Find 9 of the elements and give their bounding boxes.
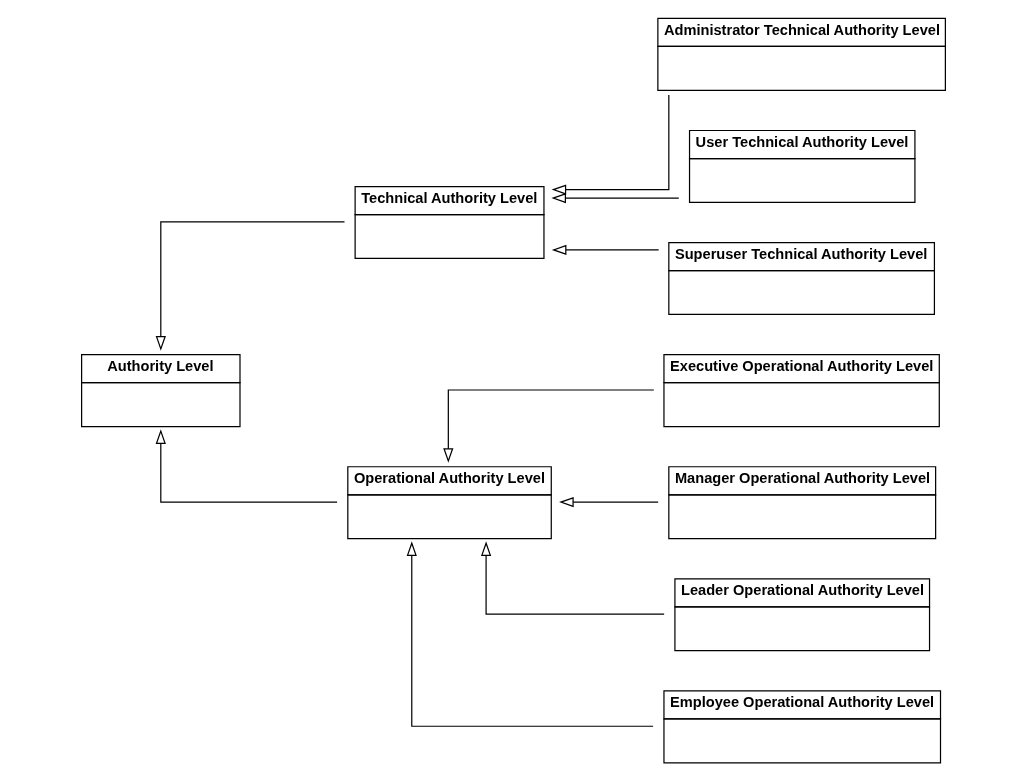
arrow <box>155 429 338 503</box>
arrow <box>551 244 660 255</box>
arrow <box>155 221 346 351</box>
arrow <box>406 541 654 727</box>
arrow <box>443 389 655 463</box>
arrow <box>480 541 665 615</box>
arrow <box>551 193 680 204</box>
arrow <box>559 496 659 508</box>
arrow <box>551 94 670 195</box>
